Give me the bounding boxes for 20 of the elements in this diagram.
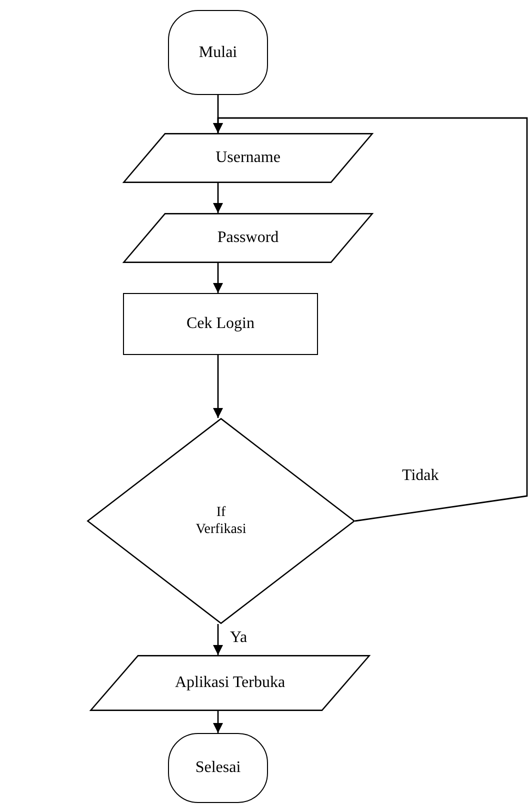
node-text: Aplikasi Terbuka [174, 673, 286, 693]
node-text: If Verfikasi [194, 504, 248, 538]
node-text: Password [217, 228, 279, 248]
arrow [213, 624, 223, 655]
node-text: Selesai [195, 758, 241, 778]
input-output-parallelogram [90, 655, 370, 711]
node-text: Username [216, 148, 280, 168]
arrow [213, 263, 223, 293]
terminator [168, 733, 268, 803]
process-box [123, 293, 318, 355]
input-output-parallelogram [123, 213, 373, 263]
arrow [213, 711, 223, 733]
arrow [213, 355, 223, 418]
input-output-parallelogram [123, 133, 373, 183]
arrow [213, 117, 528, 522]
arrow [213, 183, 223, 213]
decision-diamond [87, 418, 355, 624]
node-text: Cek Login [186, 314, 254, 334]
node-text: Mulai [198, 42, 238, 62]
terminator [168, 10, 268, 95]
